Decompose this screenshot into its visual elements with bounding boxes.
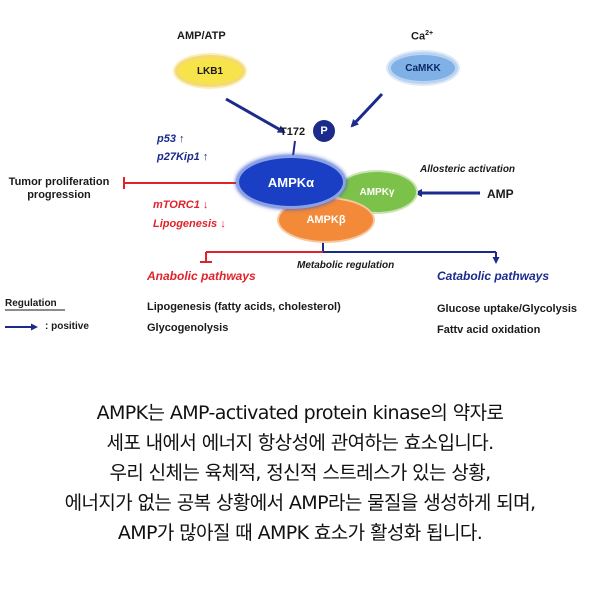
- camkk-arrow: [350, 92, 384, 128]
- anabolic-label: Anabolic pathways: [147, 269, 256, 283]
- caption-line: 세포 내에서 에너지 항상성에 관여하는 효소입니다.: [106, 432, 494, 454]
- lkb1-label: LKB1: [196, 65, 224, 77]
- tumor-line1: Tumor proliferation: [8, 176, 110, 188]
- caption-line: AMP가 많아질 때 AMPK 효소가 활성화 됩니다.: [117, 522, 483, 544]
- allosteric-label: Allosteric activation: [420, 164, 516, 175]
- calcium-superscript: 2+: [425, 30, 434, 37]
- regulation-label: Regulation: [5, 298, 57, 309]
- ampk-beta-label: AMPKβ: [306, 214, 346, 226]
- caption-line: 에너지가 없는 공복 상황에서 AMP라는 물질을 생성하게 되며,: [64, 492, 536, 514]
- mtorc1-label: mTORC1 ↓: [153, 199, 209, 211]
- phospho-bond: [292, 140, 296, 157]
- ampk-alpha-label: AMPKα: [267, 174, 315, 190]
- amp-atp-label: AMP/ATP: [177, 30, 226, 42]
- lkb1-arrow: [225, 97, 286, 134]
- metabolic-label: Metabolic regulation: [297, 260, 395, 271]
- calcium-text: Ca: [411, 30, 426, 43]
- t172-label: T172: [280, 126, 306, 138]
- camkk-node: CaMKK: [388, 52, 458, 84]
- ampk-alpha-node: AMPKα: [236, 155, 346, 209]
- anabolic-item: Lipogenesis (fatty acids, cholesterol): [147, 301, 341, 313]
- anabolic-item: Glycogenolysis: [147, 322, 229, 334]
- caption-line: AMPK는 AMP-activated protein kinase의 약자로: [96, 402, 504, 424]
- tumor-label: Tumor proliferation progression: [3, 176, 115, 202]
- caption-block: AMPK는 AMP-activated protein kinase의 약자로 …: [0, 398, 600, 548]
- diagram-connectors: [5, 92, 500, 331]
- ampk-gamma-label: AMPKγ: [359, 186, 395, 198]
- p53-label: p53 ↑: [157, 133, 185, 145]
- camkk-label: CaMKK: [405, 62, 441, 74]
- phosphate-label: P: [320, 125, 328, 137]
- catabolic-item: Fattv acid oxidation: [437, 324, 541, 336]
- caption-line: 우리 신체는 육체적, 정신적 스트레스가 있는 상황,: [109, 462, 491, 484]
- amp-label: AMP: [487, 187, 514, 201]
- catabolic-label: Catabolic pathways: [437, 269, 550, 283]
- p27kip1-label: p27Kip1 ↑: [157, 151, 209, 163]
- lkb1-node: LKB1: [175, 55, 245, 87]
- lipogenesis-inhibit-label: Lipogenesis ↓: [153, 218, 226, 230]
- tumor-line2: progression: [27, 189, 91, 201]
- calcium-label: Ca2+: [411, 30, 433, 43]
- positive-label: : positive: [45, 321, 89, 332]
- catabolic-item: Glucose uptake/Glycolysis: [437, 303, 578, 315]
- phosphate-node: P: [313, 120, 335, 142]
